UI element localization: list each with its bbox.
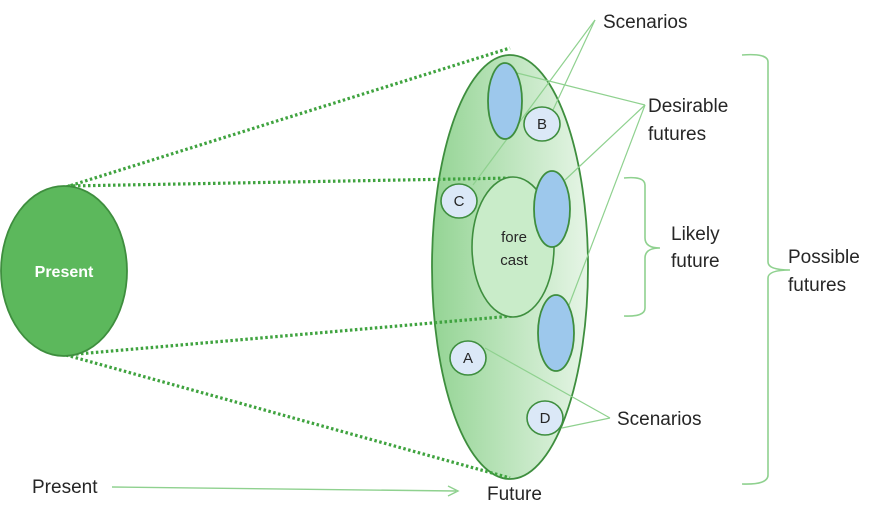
connector-desirable-to-top-oval	[516, 72, 646, 106]
connector-desirable-to-bottom-oval	[568, 104, 646, 306]
desirable-future-oval-middle	[533, 170, 571, 248]
present-ellipse	[0, 185, 128, 357]
cone-lines	[65, 46, 513, 480]
timeline-arrowhead-icon	[447, 485, 460, 497]
likely-future-brace	[623, 176, 661, 317]
cone-line-inner-top	[67, 176, 513, 188]
connector-scenarios-to-c	[472, 19, 596, 186]
possible-futures-label-line2: futures	[788, 275, 846, 296]
cone-line-outer-bottom	[65, 353, 511, 480]
scenario-c-label: C	[454, 193, 465, 210]
timeline-future-label: Future	[487, 484, 542, 505]
desirable-future-oval-top	[487, 62, 523, 140]
scenario-d-label: D	[540, 410, 551, 427]
connector-desirable-to-mid-oval	[564, 104, 646, 181]
scenario-bubble-b[interactable]: B	[523, 106, 561, 142]
possible-futures-brace	[741, 53, 791, 485]
timeline-arrow-line	[111, 486, 457, 492]
scenario-bubble-d[interactable]: D	[526, 400, 564, 436]
likely-future-label-line2: future	[671, 251, 720, 272]
scenarios-top-label: Scenarios	[603, 12, 688, 33]
scenarios-bottom-label: Scenarios	[617, 409, 702, 430]
desirable-futures-label-line2: futures	[648, 124, 706, 145]
desirable-futures-label-line1: Desirable	[648, 96, 728, 117]
connector-scenarios-to-a	[484, 347, 611, 419]
forecast-label-line1: fore	[501, 229, 527, 246]
desirable-future-oval-bottom	[537, 294, 575, 372]
scenario-b-label: B	[537, 116, 547, 133]
likely-future-label-line1: Likely	[671, 224, 720, 245]
forecast-label-line2: cast	[500, 252, 528, 269]
connector-scenarios-to-b	[552, 19, 596, 111]
connector-lines	[472, 19, 646, 429]
possible-futures-label-line1: Possible	[788, 247, 860, 268]
scenario-bubble-a[interactable]: A	[449, 340, 487, 376]
scenario-bubble-c[interactable]: C	[440, 183, 478, 219]
timeline-present-label: Present	[32, 477, 98, 498]
scenario-a-label: A	[463, 350, 473, 367]
present-node-label: Present	[35, 264, 94, 281]
connector-scenarios-to-d	[561, 417, 611, 429]
